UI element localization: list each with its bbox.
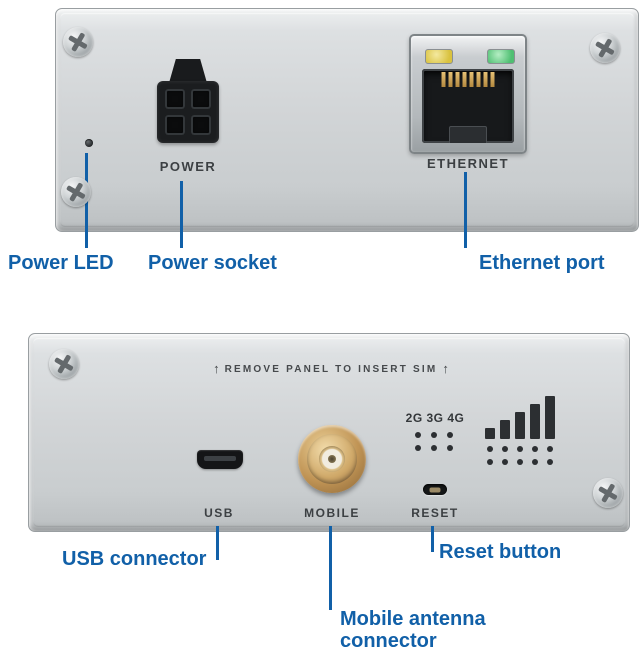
signal-bar-icon bbox=[515, 412, 525, 439]
signal-bar-icon bbox=[500, 420, 510, 439]
power-pin-icon bbox=[191, 115, 211, 135]
reset-print-label: RESET bbox=[411, 506, 459, 520]
callout-line-mobile bbox=[329, 526, 332, 610]
power-pin-icon bbox=[191, 89, 211, 109]
ethernet-print-label: ETHERNET bbox=[426, 156, 510, 171]
led-hole-icon bbox=[547, 459, 553, 465]
ethernet-pin-icon bbox=[483, 72, 488, 87]
power-pin-icon bbox=[165, 89, 185, 109]
led-hole-icon bbox=[502, 446, 508, 452]
callout-label-mobile-line2: connector bbox=[340, 630, 437, 652]
usb-port bbox=[197, 450, 243, 469]
callout-label-ethernet-port: Ethernet port bbox=[479, 252, 605, 274]
ethernet-pin-icon bbox=[490, 72, 495, 87]
back-panel-image: ↑ REMOVE PANEL TO INSERT SIM ↑ USB MOBIL… bbox=[28, 333, 630, 532]
power-socket bbox=[157, 81, 219, 143]
sim-notice-text: REMOVE PANEL TO INSERT SIM bbox=[224, 364, 438, 375]
ethernet-pin-icon bbox=[441, 72, 446, 87]
callout-line-ethernet-port bbox=[464, 172, 467, 248]
mobile-antenna-connector bbox=[298, 425, 366, 493]
power-print-label: POWER bbox=[159, 159, 217, 174]
callout-label-power-led: Power LED bbox=[8, 252, 114, 274]
usb-print-label: USB bbox=[204, 506, 234, 520]
callout-label-usb: USB connector bbox=[62, 548, 207, 570]
screw-icon bbox=[590, 33, 620, 63]
reset-button bbox=[423, 484, 447, 495]
callout-label-reset: Reset button bbox=[439, 541, 562, 563]
power-led-indicator-icon bbox=[85, 139, 93, 147]
led-hole-icon bbox=[487, 459, 493, 465]
screw-icon bbox=[49, 349, 79, 379]
led-row bbox=[415, 432, 453, 438]
screw-icon bbox=[63, 27, 93, 57]
network-led-holes bbox=[415, 432, 453, 451]
led-row bbox=[487, 459, 553, 465]
network-type-print-label: 2G 3G 4G bbox=[405, 411, 465, 425]
ethernet-led-green-icon bbox=[487, 49, 515, 64]
led-hole-icon bbox=[431, 445, 437, 451]
led-hole-icon bbox=[502, 459, 508, 465]
callout-label-power-socket: Power socket bbox=[148, 252, 277, 274]
ethernet-pins-icon bbox=[441, 72, 495, 87]
sma-insulator-icon bbox=[319, 446, 345, 472]
signal-bar-icon bbox=[545, 396, 555, 439]
ethernet-pin-icon bbox=[469, 72, 474, 87]
signal-bar-icon bbox=[485, 428, 495, 439]
sma-center-pin-icon bbox=[328, 455, 336, 463]
led-hole-icon bbox=[487, 446, 493, 452]
mobile-print-label: MOBILE bbox=[304, 506, 360, 520]
power-socket-latch-icon bbox=[169, 59, 207, 83]
led-hole-icon bbox=[415, 445, 421, 451]
screw-icon bbox=[593, 478, 623, 508]
ethernet-cavity bbox=[422, 69, 514, 143]
callout-label-mobile-line1: Mobile antenna bbox=[340, 608, 486, 630]
up-arrow-icon: ↑ bbox=[213, 361, 220, 376]
led-hole-icon bbox=[447, 432, 453, 438]
led-hole-icon bbox=[447, 445, 453, 451]
led-hole-icon bbox=[431, 432, 437, 438]
led-hole-icon bbox=[415, 432, 421, 438]
led-hole-icon bbox=[532, 446, 538, 452]
ethernet-led-yellow-icon bbox=[425, 49, 453, 64]
led-hole-icon bbox=[547, 446, 553, 452]
led-hole-icon bbox=[517, 459, 523, 465]
sma-nut-icon bbox=[307, 434, 357, 484]
callout-label-mobile: Mobile antenna connector bbox=[340, 608, 486, 652]
ethernet-latch-slot-icon bbox=[449, 126, 487, 143]
ethernet-pin-icon bbox=[448, 72, 453, 87]
signal-bars-icon bbox=[485, 396, 555, 439]
callout-line-reset bbox=[431, 526, 434, 552]
led-hole-icon bbox=[532, 459, 538, 465]
signal-bar-icon bbox=[530, 404, 540, 439]
signal-led-holes bbox=[487, 446, 553, 465]
led-row bbox=[415, 445, 453, 451]
up-arrow-icon: ↑ bbox=[442, 361, 449, 376]
front-panel-image: POWER ETHERNET bbox=[55, 8, 639, 232]
callout-line-usb bbox=[216, 526, 219, 560]
power-pin-icon bbox=[165, 115, 185, 135]
led-row bbox=[487, 446, 553, 452]
ethernet-pin-icon bbox=[462, 72, 467, 87]
callout-line-power-socket bbox=[180, 181, 183, 248]
screw-icon bbox=[61, 177, 91, 207]
ethernet-port bbox=[409, 34, 527, 154]
ethernet-pin-icon bbox=[476, 72, 481, 87]
sim-notice-print: ↑ REMOVE PANEL TO INSERT SIM ↑ bbox=[151, 361, 511, 376]
led-hole-icon bbox=[517, 446, 523, 452]
ethernet-pin-icon bbox=[455, 72, 460, 87]
